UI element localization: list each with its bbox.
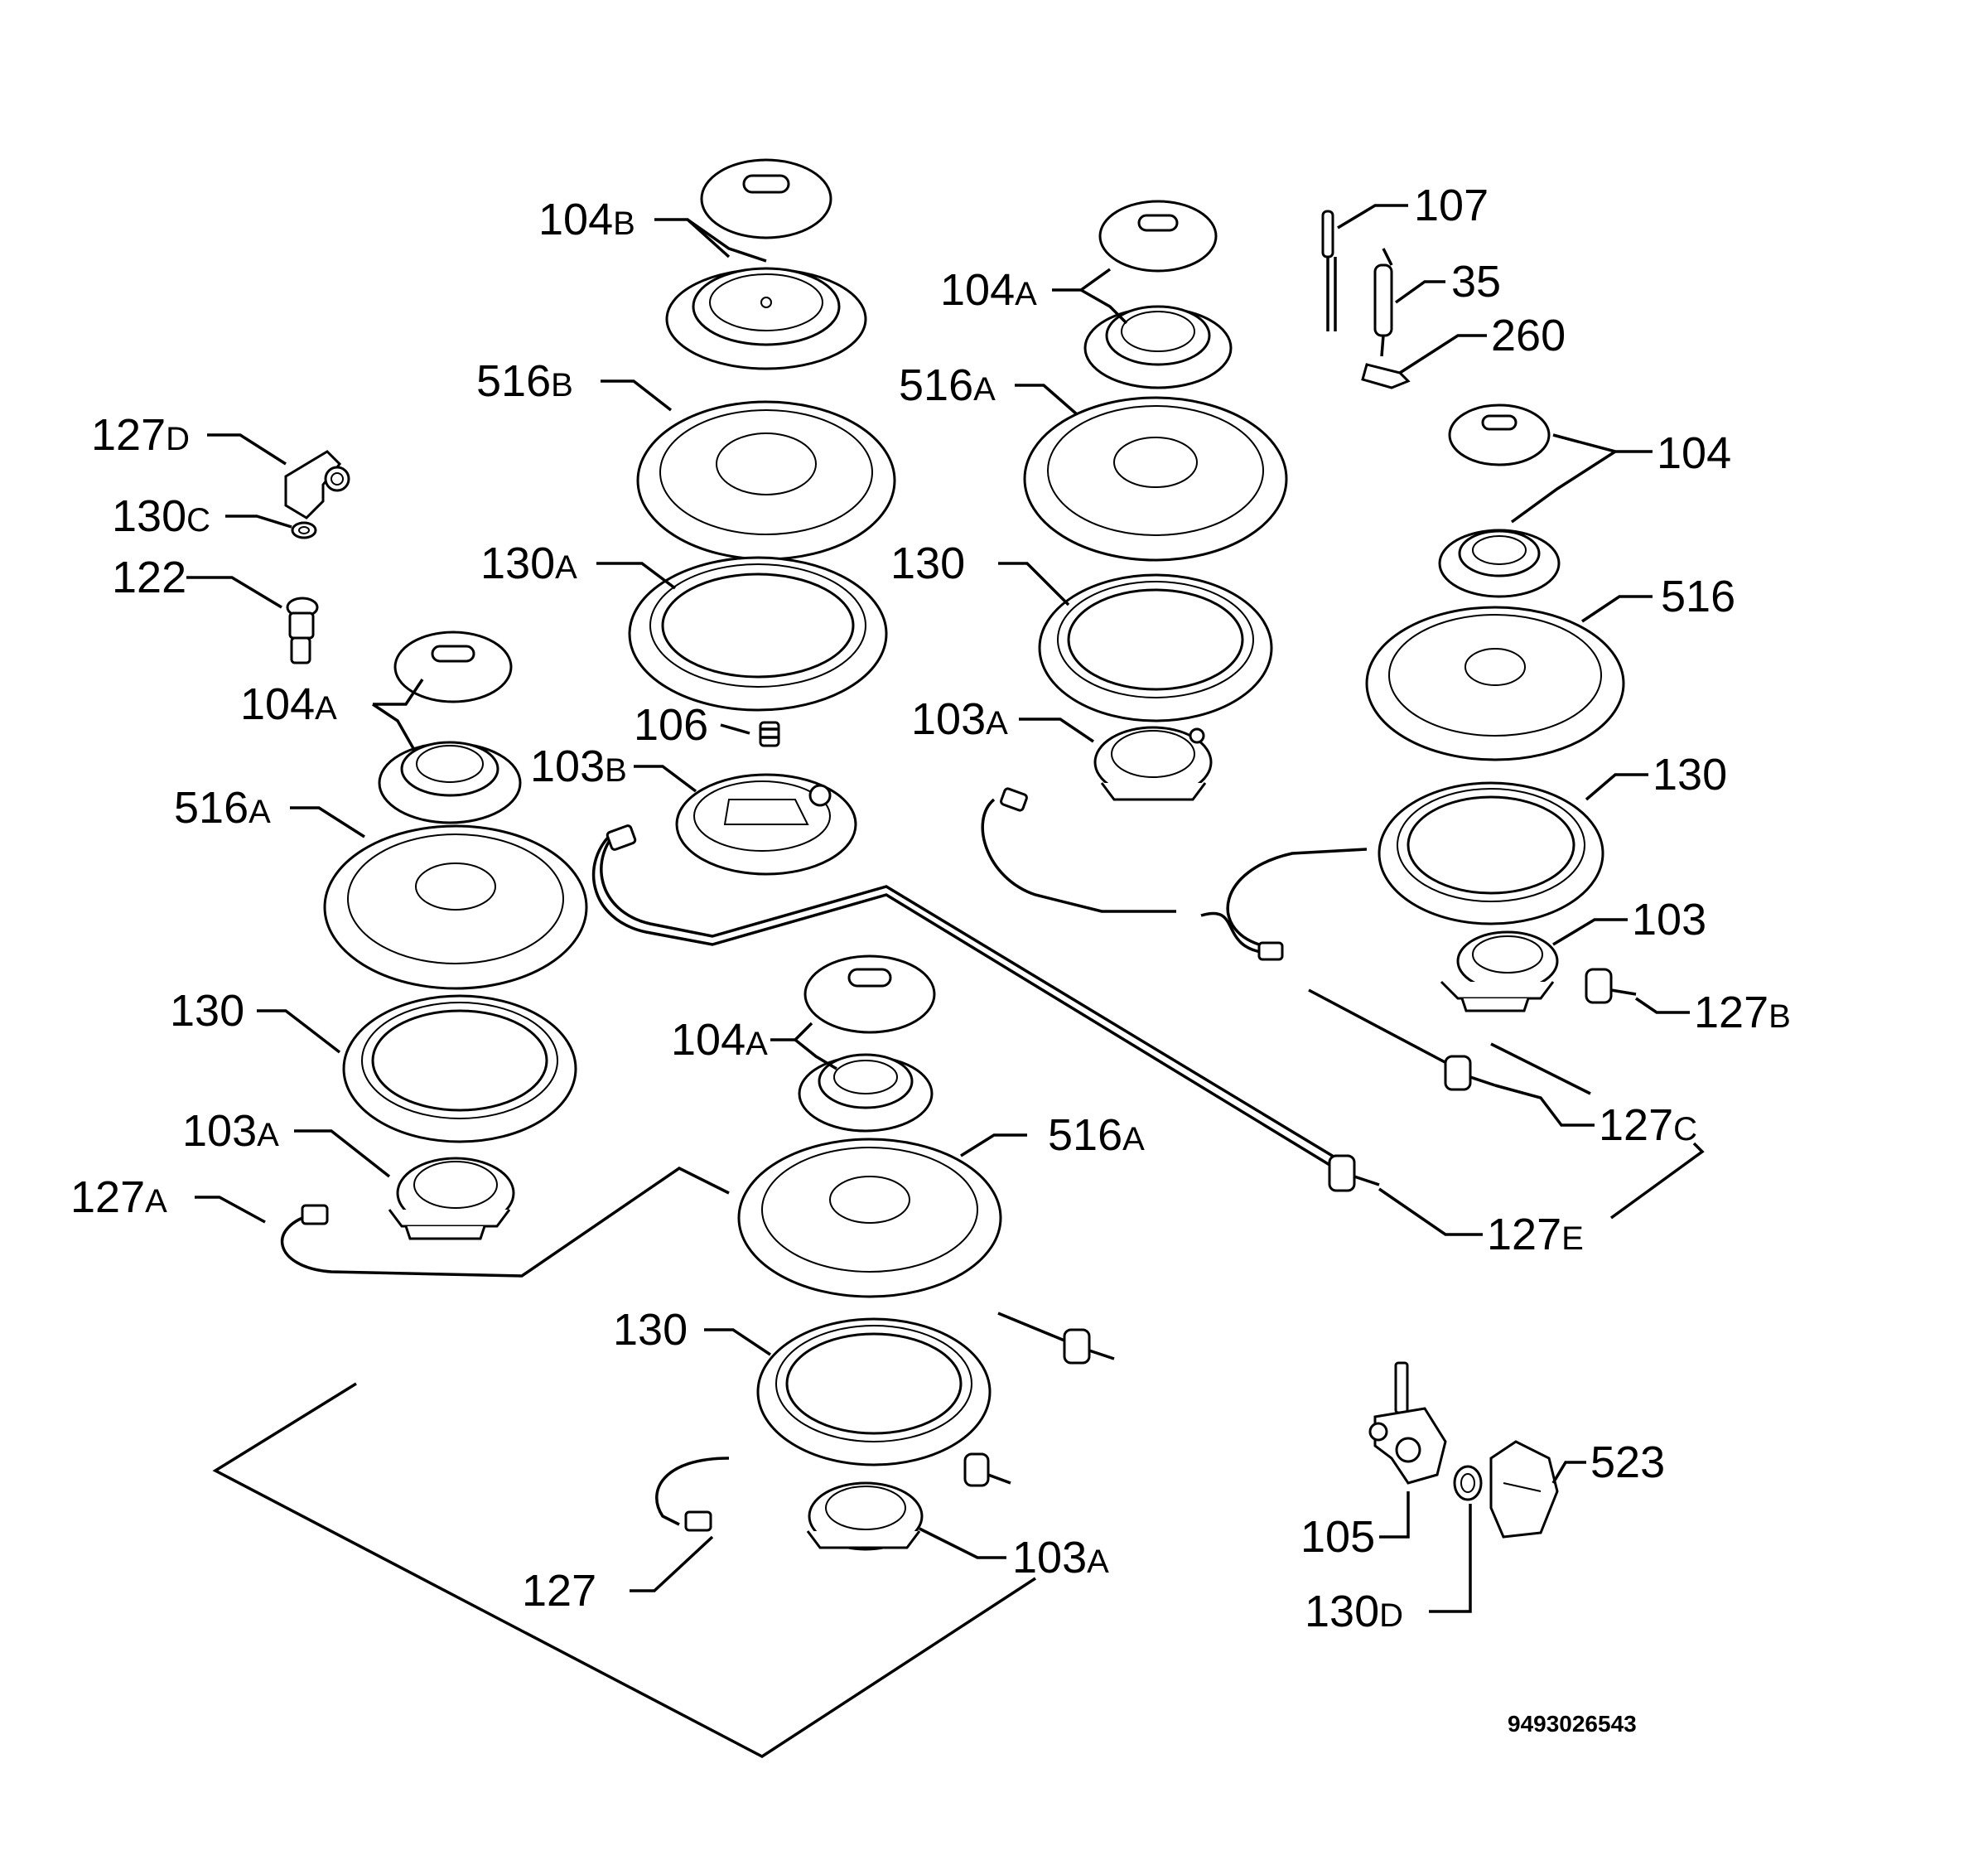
- burner-rear-middle: [1023, 200, 1288, 801]
- label-130-mid: 130: [890, 539, 965, 588]
- thermocouple-nut-127e: [1328, 1154, 1380, 1192]
- enamel-tray-516a-front: [737, 1138, 1002, 1298]
- label-516a-mid: 516A: [899, 360, 996, 410]
- burner-rear-right: [1365, 403, 1625, 1012]
- burner-base-103b: [675, 773, 857, 876]
- label-104a-mid: 104A: [940, 265, 1037, 315]
- gas-tap-105: [1368, 1361, 1447, 1485]
- burner-rear-large: [628, 158, 896, 876]
- burner-base-103: [1440, 930, 1559, 1012]
- label-35: 35: [1451, 257, 1501, 307]
- washer-130d: [1453, 1465, 1483, 1501]
- seal-ring-130-right: [1378, 781, 1604, 925]
- label-104: 104: [1657, 428, 1731, 478]
- label-516b: 516B: [476, 356, 573, 406]
- enamel-tray-516a-left: [323, 824, 588, 990]
- gas-pipes: [212, 798, 1591, 1759]
- seal-ring-130a: [628, 556, 888, 712]
- label-122: 122: [112, 553, 186, 602]
- label-127d: 127D: [91, 410, 190, 460]
- clip-260: [1361, 363, 1411, 389]
- label-516: 516: [1661, 572, 1735, 621]
- label-103b: 103B: [530, 742, 627, 791]
- burner-crown-104a-left: [378, 741, 522, 824]
- ignition-electrode-35: [1373, 248, 1393, 357]
- seal-ring-130-mid: [1038, 573, 1273, 722]
- label-127b: 127B: [1694, 988, 1791, 1037]
- label-104b: 104B: [538, 195, 635, 244]
- burner-cap-104a-mid: [1098, 200, 1218, 273]
- label-130c: 130C: [112, 491, 210, 541]
- burner-base-103a-mid: [1093, 726, 1213, 801]
- injector-106: [759, 721, 780, 747]
- burner-cap-104a-front: [803, 954, 936, 1034]
- label-260: 260: [1491, 311, 1566, 360]
- leader-lines: [186, 204, 1705, 1613]
- label-103a-mid: 103A: [911, 694, 1008, 744]
- label-107: 107: [1414, 181, 1489, 230]
- label-130a: 130A: [480, 539, 577, 588]
- label-104a-left: 104A: [240, 679, 337, 729]
- label-103: 103: [1632, 895, 1706, 945]
- burner-cap-104b: [700, 158, 832, 239]
- label-103a-left: 103A: [182, 1106, 279, 1156]
- label-130d: 130D: [1305, 1587, 1403, 1636]
- seal-ring-130-front: [756, 1317, 992, 1466]
- callout-labels: 104B 516B 130A 106 103B 127D 130C 122 10…: [70, 181, 1791, 1636]
- label-104a-front: 104A: [671, 1015, 768, 1065]
- label-106: 106: [634, 700, 708, 750]
- label-516a-front: 516A: [1048, 1110, 1145, 1160]
- thermocouple-nut-127c: [1444, 1055, 1496, 1091]
- burner-cap-104: [1448, 403, 1551, 466]
- burner-crown-104b: [665, 267, 867, 370]
- label-523: 523: [1590, 1437, 1665, 1487]
- burner-left: [323, 631, 588, 1240]
- burner-crown-104a-mid: [1083, 305, 1233, 389]
- seal-ring-130-left: [342, 994, 577, 1143]
- label-130-left: 130: [170, 986, 244, 1036]
- label-127a: 127A: [70, 1172, 167, 1222]
- burner-base-103a-front: [806, 1481, 924, 1551]
- label-127: 127: [522, 1566, 596, 1616]
- label-127c: 127C: [1599, 1100, 1697, 1150]
- burner-cap-104a-left: [393, 631, 513, 703]
- label-130-right: 130: [1653, 750, 1727, 800]
- gas-connector-122: [286, 597, 319, 664]
- enamel-tray-516: [1365, 606, 1625, 761]
- label-105: 105: [1300, 1512, 1375, 1562]
- enamel-tray-516a-mid: [1023, 396, 1288, 562]
- elbow-fitting-127d: [284, 450, 350, 519]
- label-103a-front: 103A: [1012, 1533, 1109, 1582]
- burner-base-103a-left: [388, 1157, 515, 1240]
- label-516a-left: 516A: [174, 783, 271, 833]
- fittings: [284, 210, 1637, 1539]
- burner-front: [737, 954, 1002, 1551]
- thermocouple-107: [1321, 210, 1337, 331]
- label-130-front: 130: [613, 1305, 688, 1355]
- enamel-tray-516b: [636, 400, 896, 561]
- burner-crown-104a-front: [798, 1053, 934, 1133]
- burner-crown-104: [1438, 529, 1561, 598]
- thermocouple-nut-127b: [1585, 968, 1637, 1004]
- label-127e: 127E: [1487, 1210, 1584, 1259]
- washer-130c: [291, 521, 317, 539]
- bracket-523: [1489, 1440, 1559, 1539]
- reference-number: 9493026543: [1508, 1711, 1637, 1737]
